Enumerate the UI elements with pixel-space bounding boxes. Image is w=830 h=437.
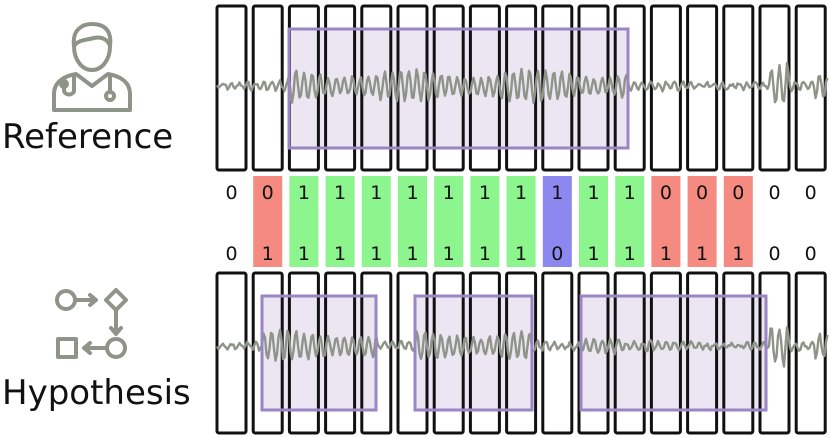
- hypothesis-frame-value: 1: [696, 243, 708, 265]
- reference-frame-value: 0: [805, 182, 817, 204]
- frame-window: [794, 271, 827, 435]
- hypothesis-frame-value: 1: [515, 243, 527, 265]
- frame-state-cell: [398, 176, 427, 267]
- frame-state-cell: [325, 176, 355, 267]
- reference-frame-value: 1: [370, 182, 382, 204]
- frame-state-cell: [651, 176, 681, 267]
- frame-window: [215, 4, 248, 172]
- reference-frame-value: 1: [551, 182, 563, 204]
- frame-window: [505, 271, 538, 435]
- doctor-icon: [52, 22, 132, 112]
- frame-state-cell: [434, 176, 464, 267]
- frame-comparison-row: 0 0 0 1 1 1 1 1 1 1 1 1 1 1 1 1 1 1 1 0 1 1 1 1 0 1 0 1 0 1 0 0 0 0: [225, 176, 817, 267]
- hypothesis-frame-value: 1: [587, 243, 599, 265]
- hypothesis-frame-value: 0: [805, 243, 817, 265]
- frame-window: [360, 271, 393, 435]
- reference-frame-value: 1: [479, 182, 491, 204]
- frame-window: [758, 271, 791, 435]
- frame-state-cell: [506, 176, 536, 267]
- reference-frame-value: 1: [587, 182, 599, 204]
- segment-fill: [415, 296, 532, 410]
- hypothesis-frame-value: 0: [551, 243, 563, 265]
- event-segment: [579, 294, 768, 412]
- hypothesis-frame-value: 1: [370, 243, 382, 265]
- reference-label: Reference: [2, 117, 174, 157]
- event-segment: [287, 27, 630, 150]
- hypothesis-frame-value: 1: [660, 243, 672, 265]
- frame-window: [541, 271, 574, 435]
- frame-state-cell: [542, 176, 572, 267]
- frame-window: [215, 271, 248, 435]
- reference-frame-value: 0: [660, 182, 672, 204]
- segment-fill: [581, 296, 766, 410]
- frame-state-cell: [615, 176, 645, 267]
- frame-state-cell: [289, 176, 319, 267]
- signal-waveform: [215, 61, 829, 105]
- reference-frame-value: 1: [515, 182, 527, 204]
- frame-window: [686, 271, 719, 435]
- frame-state-cell: [470, 176, 500, 267]
- event-segment: [413, 294, 534, 412]
- hypothesis-frame-value: 1: [624, 243, 636, 265]
- reference-frame-value: 0: [696, 182, 708, 204]
- frame-window: [577, 271, 610, 435]
- frame-state-cell: [687, 176, 717, 267]
- frame-window: [287, 271, 320, 435]
- hypothesis-frame-value: 1: [298, 243, 310, 265]
- hypothesis-frame-value: 1: [443, 243, 455, 265]
- hypothesis-label: Hypothesis: [2, 373, 191, 413]
- hypothesis-frame-value: 0: [768, 243, 780, 265]
- reference-frame-value: 1: [298, 182, 310, 204]
- hypothesis-frame-value: 1: [334, 243, 346, 265]
- frame-window: [722, 271, 755, 435]
- hypothesis-frame-value: 1: [732, 243, 744, 265]
- frame-state-cell: [361, 176, 391, 267]
- reference-frame-value: 1: [334, 182, 346, 204]
- frame-state-cell: [253, 176, 283, 267]
- reference-frame-value: 1: [406, 182, 418, 204]
- frame-state-cell: [579, 176, 608, 267]
- hypothesis-frame-value: 1: [479, 243, 491, 265]
- reference-frame-value: 0: [768, 182, 780, 204]
- frame-window: [686, 4, 719, 172]
- flowchart-icon: [55, 288, 128, 359]
- frame-state-cell: [723, 176, 753, 267]
- frame-window: [649, 271, 682, 435]
- hypothesis-track: [215, 271, 829, 435]
- hypothesis-frame-value: 1: [406, 243, 418, 265]
- hypothesis-frame-value: 1: [262, 243, 274, 265]
- event-segment: [260, 294, 378, 412]
- reference-frame-value: 0: [225, 182, 237, 204]
- reference-frame-value: 0: [262, 182, 274, 204]
- reference-frame-value: 0: [732, 182, 744, 204]
- hypothesis-frame-value: 0: [225, 243, 237, 265]
- reference-track: [215, 4, 829, 172]
- reference-frame-value: 1: [624, 182, 636, 204]
- reference-frame-value: 1: [443, 182, 455, 204]
- signal-waveform: [215, 326, 829, 368]
